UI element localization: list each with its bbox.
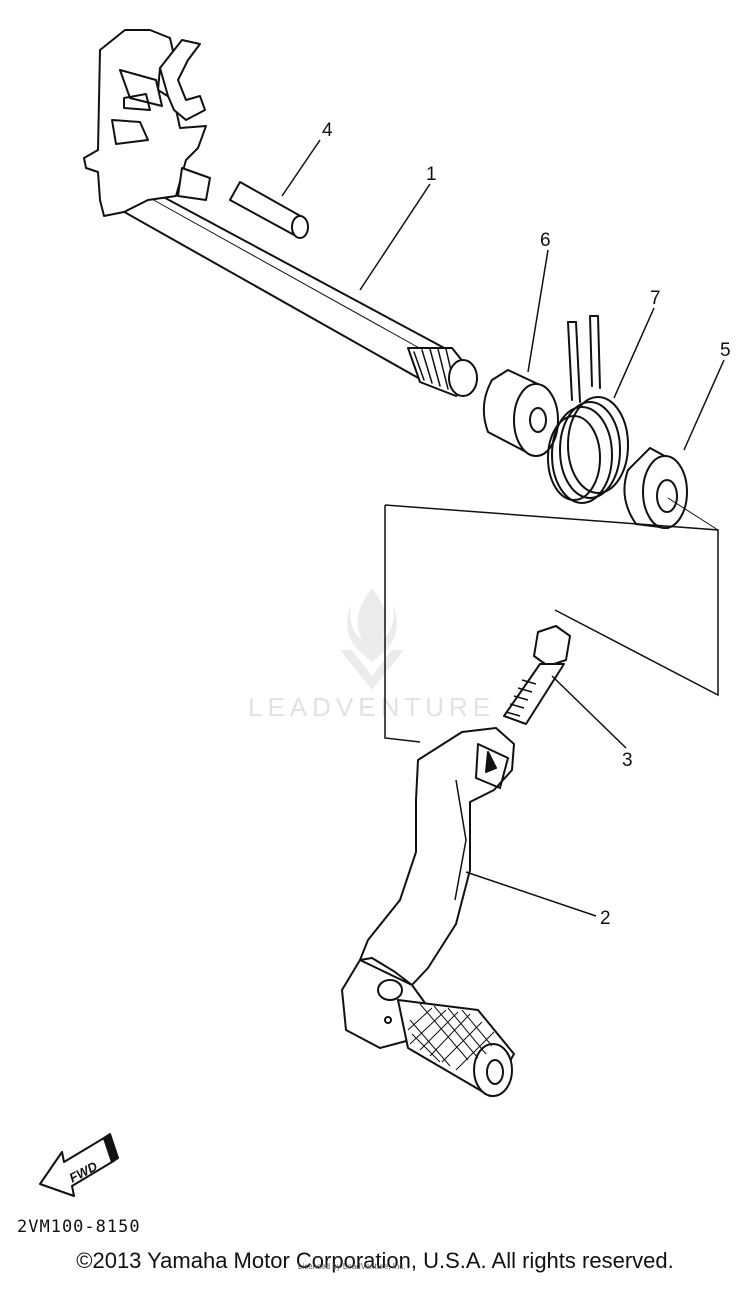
assembly-guide-lines (384, 497, 719, 743)
callout-1: 1 (426, 164, 437, 185)
collar-part-6 (482, 369, 559, 457)
pin-part-4 (229, 181, 309, 239)
part-code: 2VM100-8150 (17, 1217, 141, 1237)
watermark-text: LEADVENTURE (248, 692, 495, 722)
bolt-part-3 (503, 625, 571, 725)
shift-shaft-part-1 (83, 29, 478, 397)
watermark-logo (340, 588, 404, 690)
oil-seal-part-5 (623, 447, 688, 529)
callout-4: 4 (322, 120, 333, 141)
callout-2: 2 (600, 908, 611, 929)
spring-part-7 (547, 315, 629, 504)
callout-leader-lines (281, 139, 725, 917)
shift-pedal-part-2 (341, 727, 515, 1097)
callout-5: 5 (720, 340, 731, 361)
callout-3: 3 (622, 750, 633, 771)
callout-7: 7 (650, 288, 661, 309)
license-note: Licensed by LeadVenture, Inc. (298, 1262, 406, 1271)
copyright-notice: ©2013 Yamaha Motor Corporation, U.S.A. A… (76, 1248, 674, 1273)
callout-6: 6 (540, 230, 551, 251)
fwd-arrow-icon (39, 1133, 119, 1197)
